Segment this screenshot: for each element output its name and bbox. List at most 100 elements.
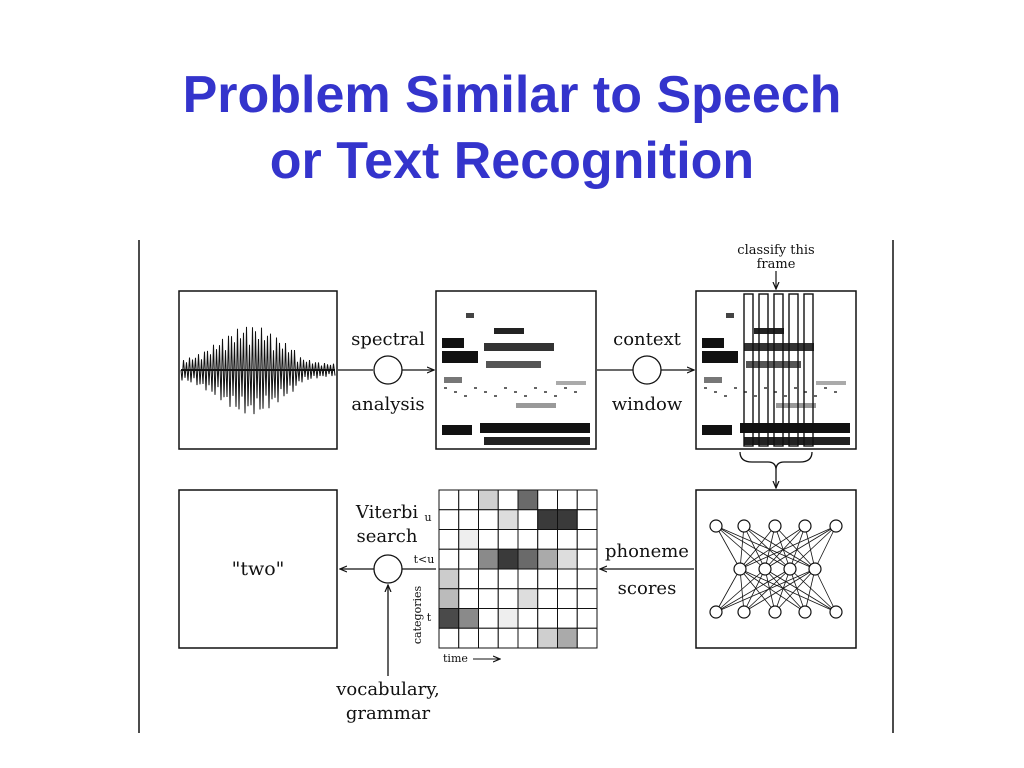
context-frame-windows	[743, 293, 814, 447]
spectrogram-blob	[444, 377, 462, 383]
spectrogram-speckle	[444, 387, 447, 389]
network-edge	[715, 568, 741, 613]
score-cell	[478, 608, 499, 629]
spectrogram-speckle	[524, 395, 527, 397]
grid-label-u: u	[424, 511, 431, 524]
title-line-2: or Text Recognition	[269, 132, 755, 190]
spectrogram-speckle	[784, 395, 787, 397]
analysis-label: analysis	[351, 394, 424, 415]
score-cell	[557, 568, 578, 590]
network-edge	[739, 525, 837, 570]
classify-label-line-2: frame	[757, 257, 796, 272]
score-cell	[576, 627, 598, 649]
neural-network-panel	[695, 489, 857, 649]
slide-title: Problem Similar to Speech or Text Recogn…	[0, 62, 1024, 194]
spectrogram-speckle	[794, 387, 797, 389]
network-edge	[743, 525, 816, 570]
spectrogram-speckle	[814, 395, 817, 397]
spectrogram-speckle	[494, 395, 497, 397]
score-cell	[576, 509, 598, 530]
categories-axis-label: categories	[411, 586, 424, 645]
windowed-spectrogram-panel	[695, 290, 857, 450]
score-cell	[458, 608, 479, 629]
score-cell	[438, 548, 460, 570]
network-edge	[764, 525, 776, 570]
score-cell	[517, 489, 539, 511]
score-cell	[557, 627, 578, 649]
network-node	[783, 562, 797, 576]
score-cell	[458, 509, 479, 530]
spectrogram-blob	[480, 423, 590, 433]
window-label: window	[612, 394, 683, 415]
score-cell	[497, 568, 519, 590]
time-axis-label: time	[443, 652, 468, 665]
score-cell	[576, 489, 598, 511]
score-cell	[517, 608, 539, 629]
network-edge	[715, 568, 816, 613]
score-cell	[497, 529, 519, 550]
spectrogram-speckle	[734, 387, 737, 389]
search-label: search	[357, 526, 418, 547]
network-node	[758, 562, 772, 576]
score-cell	[576, 548, 598, 570]
score-cell	[478, 588, 499, 609]
spectrogram-speckle	[764, 387, 767, 389]
score-cell	[517, 548, 539, 570]
spectrogram-blob	[702, 425, 732, 435]
scores-label: scores	[618, 578, 677, 599]
network-edge	[789, 525, 806, 570]
classify-label-line-1: classify this	[737, 243, 814, 258]
score-cell	[557, 608, 578, 629]
network-edge	[764, 525, 837, 570]
spectrogram-speckle	[554, 395, 557, 397]
frame-window-4	[788, 293, 799, 447]
spectrogram-blob	[484, 343, 554, 351]
network-edge	[715, 568, 791, 613]
spectrogram-speckle	[714, 391, 717, 393]
score-cell	[557, 529, 578, 550]
output-panel	[178, 489, 338, 649]
spectrogram-speckle	[564, 387, 567, 389]
spectrogram-graphic	[442, 313, 590, 445]
score-cell	[557, 489, 578, 511]
score-cell	[537, 627, 558, 649]
score-cell	[497, 627, 519, 649]
score-cell	[438, 627, 460, 649]
spectrogram-blob	[776, 403, 816, 408]
network-edge	[715, 525, 791, 570]
spectrogram-speckle	[454, 391, 457, 393]
spectral-analysis-node	[373, 355, 403, 385]
score-cell	[497, 608, 519, 629]
network-node	[709, 605, 723, 619]
network-edge	[739, 568, 837, 613]
network-node	[737, 519, 751, 533]
score-cell	[458, 568, 479, 590]
network-node	[768, 605, 782, 619]
network-node	[737, 605, 751, 619]
spectrogram-blob	[494, 328, 524, 334]
score-cell	[517, 529, 539, 550]
context-window-node	[632, 355, 662, 385]
spectrogram-blob	[484, 437, 590, 445]
spectrogram-speckle	[824, 387, 827, 389]
spectrogram-blob	[754, 328, 784, 334]
network-edge	[764, 568, 776, 613]
score-cell	[458, 627, 479, 649]
title-line-1: Problem Similar to Speech	[182, 66, 842, 124]
spectrogram-speckle	[744, 391, 747, 393]
score-cell	[478, 529, 499, 550]
spectrogram-blob	[556, 381, 586, 385]
network-edge	[774, 568, 816, 613]
score-cell	[478, 548, 499, 570]
score-cell	[438, 608, 460, 629]
spectrogram-blob	[442, 338, 464, 348]
phoneme-score-grid	[438, 489, 598, 649]
viterbi-search-node	[373, 554, 403, 584]
network-edge	[743, 568, 766, 613]
network-node	[829, 519, 843, 533]
spectrogram-speckle	[574, 391, 577, 393]
network-edge	[789, 525, 837, 570]
frame-window-2	[758, 293, 769, 447]
output-word: "two"	[232, 558, 285, 580]
